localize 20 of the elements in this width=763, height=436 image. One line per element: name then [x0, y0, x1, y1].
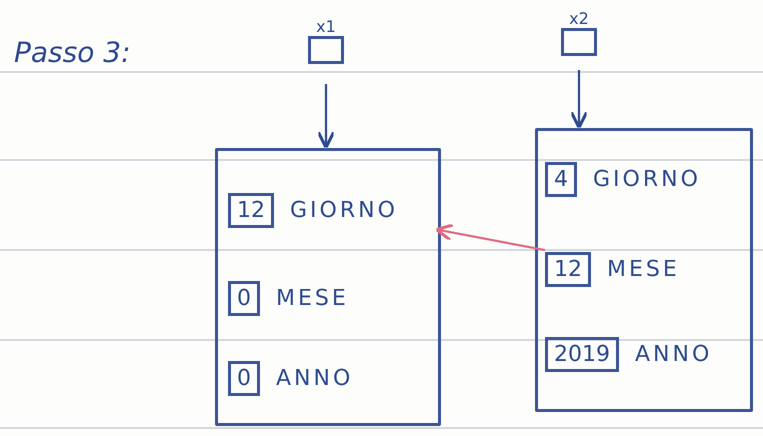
struct-box — [215, 148, 441, 426]
field-name: ANNO — [276, 366, 354, 390]
value-box: 2019 — [545, 336, 619, 372]
value-box: 0 — [228, 280, 260, 316]
value-box: 4 — [545, 162, 577, 196]
variable-name: x2 — [569, 10, 589, 28]
field-name: MESE — [607, 256, 680, 282]
arrow — [434, 223, 546, 252]
field-name: GIORNO — [290, 198, 398, 222]
value-box: 0 — [228, 360, 260, 396]
title: Passo 3: — [14, 36, 130, 69]
field-name: GIORNO — [593, 166, 701, 192]
variable-name: x1 — [316, 18, 336, 36]
arrow — [570, 70, 588, 130]
field-name: MESE — [276, 286, 349, 310]
arrow — [316, 84, 336, 150]
value-box: 12 — [228, 192, 274, 228]
field-name: ANNO — [635, 342, 712, 366]
struct-box — [535, 128, 753, 412]
value-box: 12 — [545, 252, 591, 286]
